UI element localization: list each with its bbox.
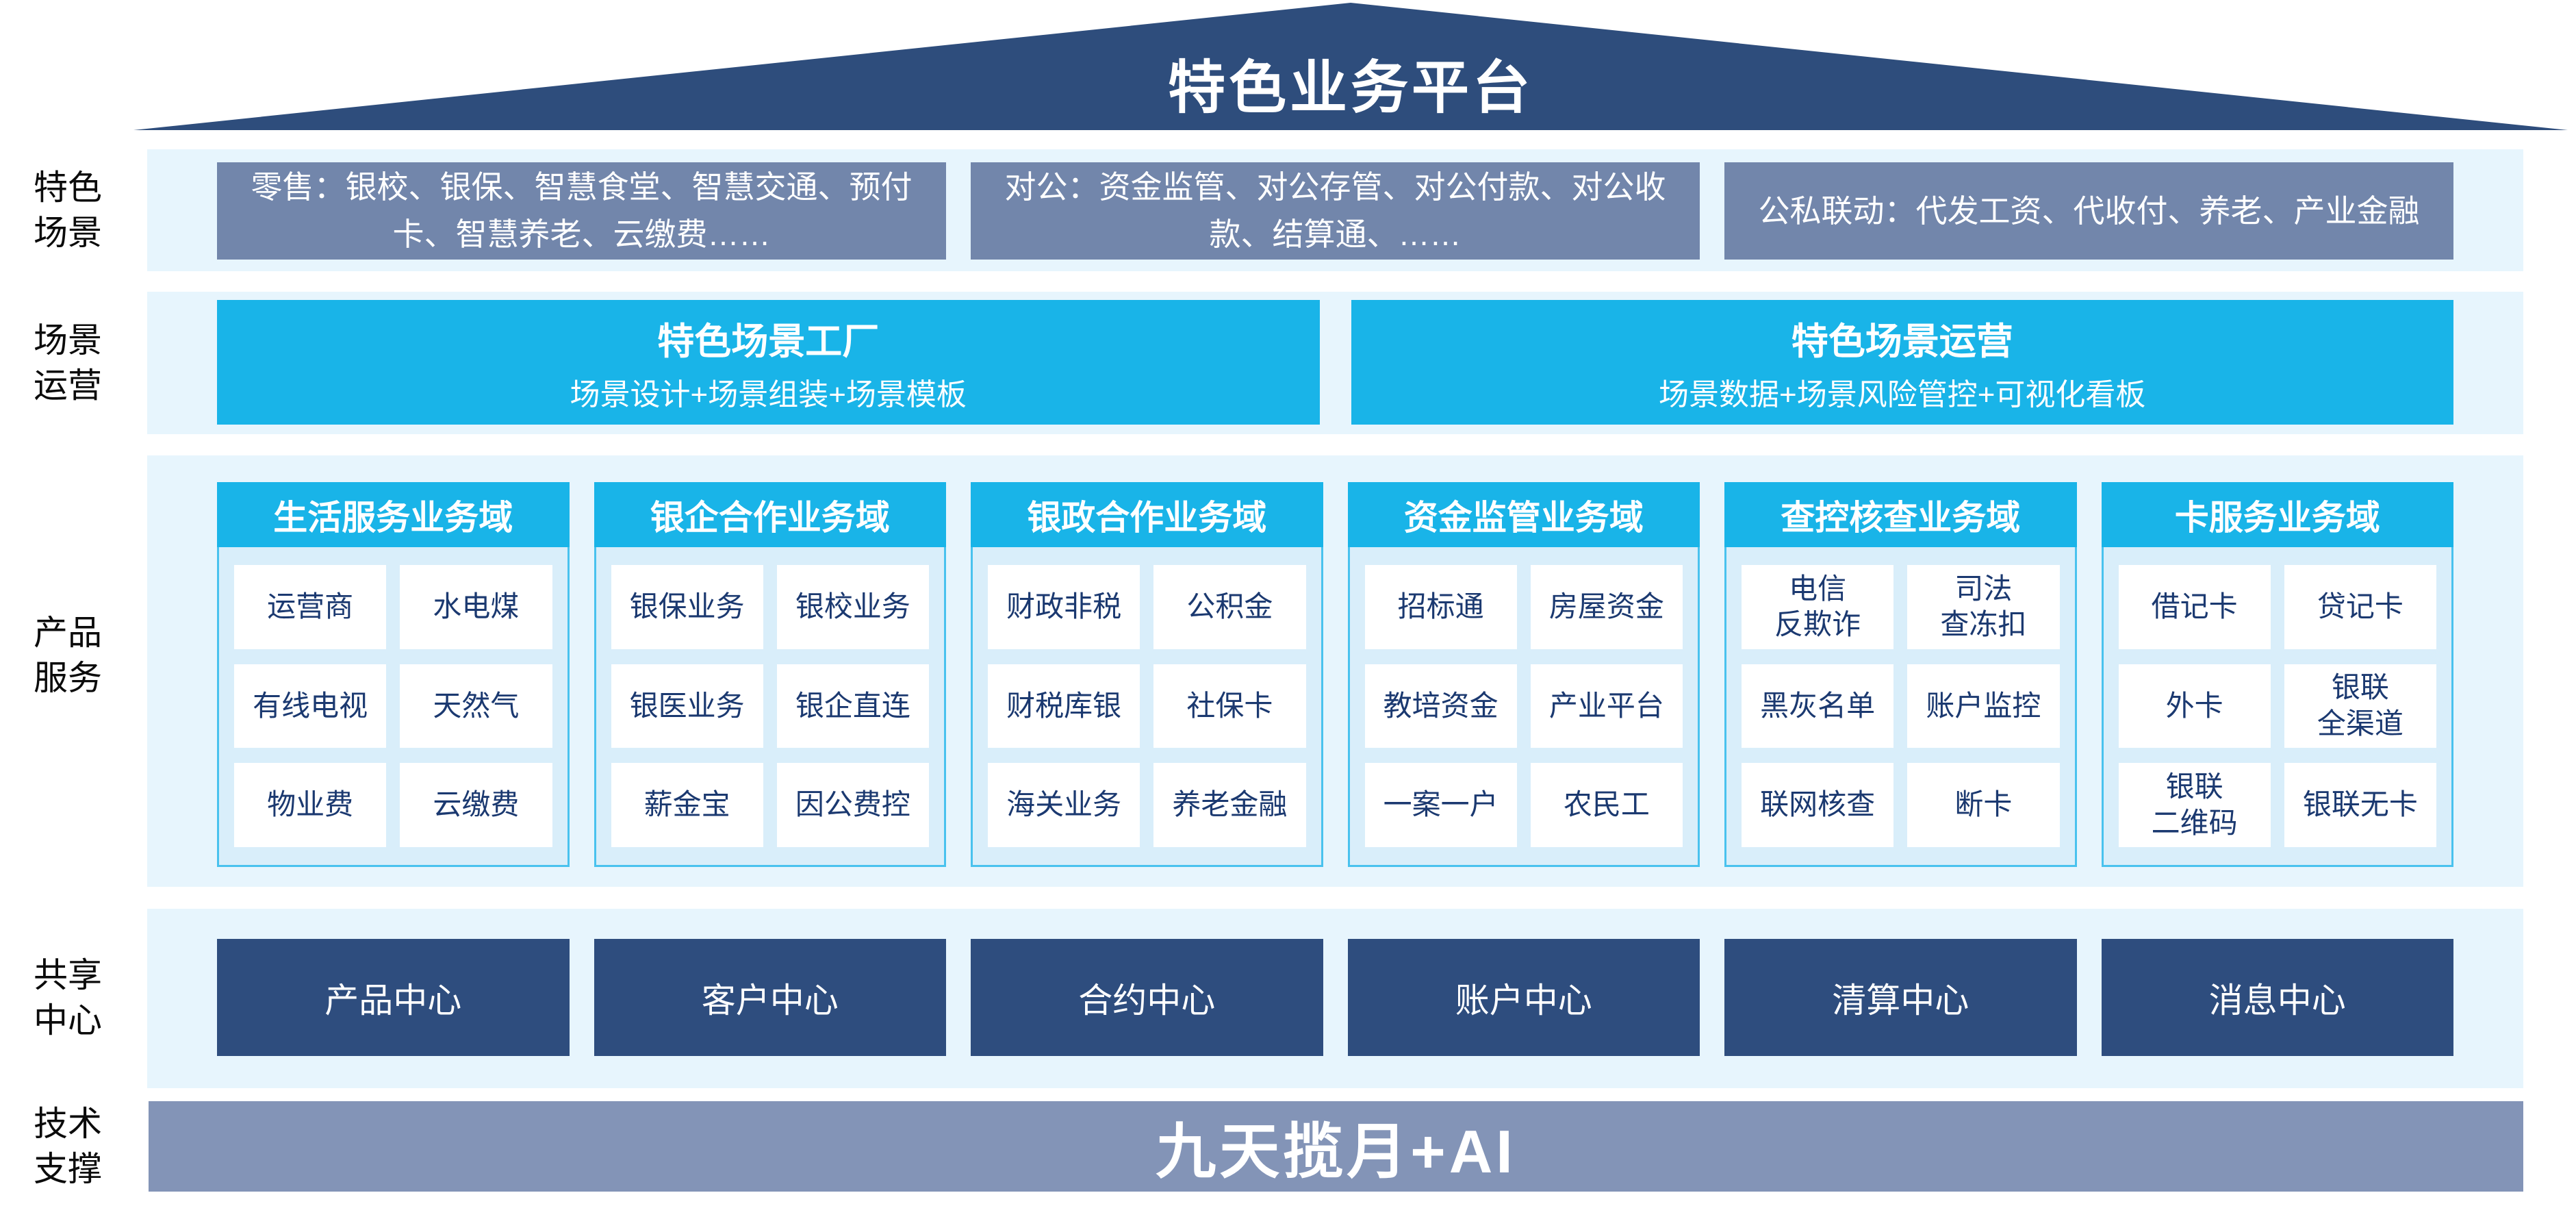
product-cell: 招标通 [1364, 565, 1517, 649]
product-cell: 教培资金 [1364, 664, 1517, 749]
scene-operation-box: 特色场景运营 场景数据+场景风险管控+可视化看板 [1351, 300, 2453, 425]
domain-body: 借记卡 贷记卡 外卡 银联 全渠道 银联 二维码 银联无卡 [2101, 547, 2453, 867]
product-cell: 银医业务 [611, 664, 763, 749]
center-clearing: 清算中心 [1724, 939, 2077, 1056]
product-cell: 有线电视 [234, 664, 387, 749]
product-cell: 银保业务 [611, 565, 763, 649]
domain-body: 电信 反欺诈 司法 查冻扣 黑灰名单 账户监控 联网核查 断卡 [1724, 547, 2077, 867]
domain-body: 银保业务 银校业务 银医业务 银企直连 薪金宝 因公费控 [594, 547, 946, 867]
products-band: 生活服务业务域 运营商 水电煤 有线电视 天然气 物业费 云缴费 银企合作业务域… [147, 455, 2523, 887]
product-cell: 农民工 [1530, 763, 1683, 847]
center-customer: 客户中心 [594, 939, 946, 1056]
scene-row: 零售：银校、银保、智慧食堂、智慧交通、预付卡、智慧养老、云缴费…… 对公：资金监… [147, 149, 2523, 260]
row-label-operation: 场景 运营 [34, 321, 102, 405]
product-cell: 司法 查冻扣 [1907, 565, 2060, 649]
domain-body: 财政非税 公积金 财税库银 社保卡 海关业务 养老金融 [971, 547, 1323, 867]
operation-band: 特色场景工厂 场景设计+场景组装+场景模板 特色场景运营 场景数据+场景风险管控… [147, 292, 2523, 434]
product-cell: 云缴费 [400, 763, 552, 847]
center-message: 消息中心 [2101, 939, 2453, 1056]
product-cell: 因公费控 [776, 763, 929, 847]
center-product: 产品中心 [217, 939, 570, 1056]
product-cell: 产业平台 [1530, 664, 1683, 749]
product-cell: 银联 全渠道 [2284, 664, 2436, 749]
platform-roof-shape: 特色业务平台 [133, 3, 2568, 130]
domain-header: 银政合作业务域 [971, 482, 1323, 547]
row-label-tech: 技术 支撑 [34, 1105, 102, 1188]
domain-header: 资金监管业务域 [1347, 482, 1700, 547]
scene-factory-title: 特色场景工厂 [657, 321, 880, 363]
domain-bank-enterprise: 银企合作业务域 银保业务 银校业务 银医业务 银企直连 薪金宝 因公费控 [594, 482, 946, 867]
domain-card-services: 卡服务业务域 借记卡 贷记卡 外卡 银联 全渠道 银联 二维码 银联无卡 [2101, 482, 2453, 867]
product-cell: 银校业务 [776, 565, 929, 649]
product-cell: 房屋资金 [1530, 565, 1683, 649]
center-contract: 合约中心 [971, 939, 1323, 1056]
platform-title: 特色业务平台 [1167, 55, 1533, 120]
scene-box-corporate: 对公：资金监管、对公存管、对公付款、对公收款、结算通、…… [971, 162, 1700, 260]
product-cell: 社保卡 [1153, 664, 1306, 749]
scene-box-public-private: 公私联动：代发工资、代收付、养老、产业金融 [1724, 162, 2453, 260]
product-cell: 薪金宝 [611, 763, 763, 847]
center-account: 账户中心 [1347, 939, 1700, 1056]
row-label-sharing: 共享 中心 [34, 956, 102, 1040]
product-cell: 银企直连 [776, 664, 929, 749]
product-cell: 电信 反欺诈 [1742, 565, 1894, 649]
product-cell: 物业费 [234, 763, 387, 847]
product-cell: 水电煤 [400, 565, 552, 649]
product-cell: 养老金融 [1153, 763, 1306, 847]
row-label-products: 产品 服务 [34, 614, 102, 697]
product-cell: 黑灰名单 [1742, 664, 1894, 749]
product-cell: 天然气 [400, 664, 552, 749]
domain-inquiry-control: 查控核查业务域 电信 反欺诈 司法 查冻扣 黑灰名单 账户监控 联网核查 断卡 [1724, 482, 2077, 867]
centers-row: 产品中心 客户中心 合约中心 账户中心 清算中心 消息中心 [147, 909, 2523, 1056]
domain-header: 卡服务业务域 [2101, 482, 2453, 547]
domain-body: 招标通 房屋资金 教培资金 产业平台 一案一户 农民工 [1347, 547, 1700, 867]
product-cell: 贷记卡 [2284, 565, 2436, 649]
domain-fund-supervision: 资金监管业务域 招标通 房屋资金 教培资金 产业平台 一案一户 农民工 [1347, 482, 1700, 867]
product-cell: 财税库银 [988, 664, 1140, 749]
product-cell: 账户监控 [1907, 664, 2060, 749]
product-cell: 运营商 [234, 565, 387, 649]
product-cell: 银联 二维码 [2118, 763, 2271, 847]
operation-row: 特色场景工厂 场景设计+场景组装+场景模板 特色场景运营 场景数据+场景风险管控… [147, 292, 2523, 425]
tech-support-banner: 九天揽月+AI [149, 1101, 2523, 1192]
product-cell: 联网核查 [1742, 763, 1894, 847]
product-cell: 外卡 [2118, 664, 2271, 749]
sharing-band: 产品中心 客户中心 合约中心 账户中心 清算中心 消息中心 [147, 909, 2523, 1088]
domain-bank-government: 银政合作业务域 财政非税 公积金 财税库银 社保卡 海关业务 养老金融 [971, 482, 1323, 867]
product-cell: 海关业务 [988, 763, 1140, 847]
domain-life-services: 生活服务业务域 运营商 水电煤 有线电视 天然气 物业费 云缴费 [217, 482, 570, 867]
scene-operation-subtitle: 场景数据+场景风险管控+可视化看板 [1659, 377, 2146, 412]
product-cell: 借记卡 [2118, 565, 2271, 649]
row-label-scene: 特色 场景 [34, 168, 102, 252]
domain-header: 查控核查业务域 [1724, 482, 2077, 547]
scene-factory-box: 特色场景工厂 场景设计+场景组装+场景模板 [217, 300, 1320, 425]
product-cell: 一案一户 [1364, 763, 1517, 847]
product-cell: 财政非税 [988, 565, 1140, 649]
scene-band: 零售：银校、银保、智慧食堂、智慧交通、预付卡、智慧养老、云缴费…… 对公：资金监… [147, 149, 2523, 271]
domains-row: 生活服务业务域 运营商 水电煤 有线电视 天然气 物业费 云缴费 银企合作业务域… [147, 455, 2523, 867]
scene-operation-title: 特色场景运营 [1791, 321, 2013, 363]
domain-header: 银企合作业务域 [594, 482, 946, 547]
product-cell: 银联无卡 [2284, 763, 2436, 847]
product-cell: 公积金 [1153, 565, 1306, 649]
domain-header: 生活服务业务域 [217, 482, 570, 547]
scene-factory-subtitle: 场景设计+场景组装+场景模板 [570, 377, 967, 412]
scene-box-retail: 零售：银校、银保、智慧食堂、智慧交通、预付卡、智慧养老、云缴费…… [217, 162, 946, 260]
product-cell: 断卡 [1907, 763, 2060, 847]
domain-body: 运营商 水电煤 有线电视 天然气 物业费 云缴费 [217, 547, 570, 867]
